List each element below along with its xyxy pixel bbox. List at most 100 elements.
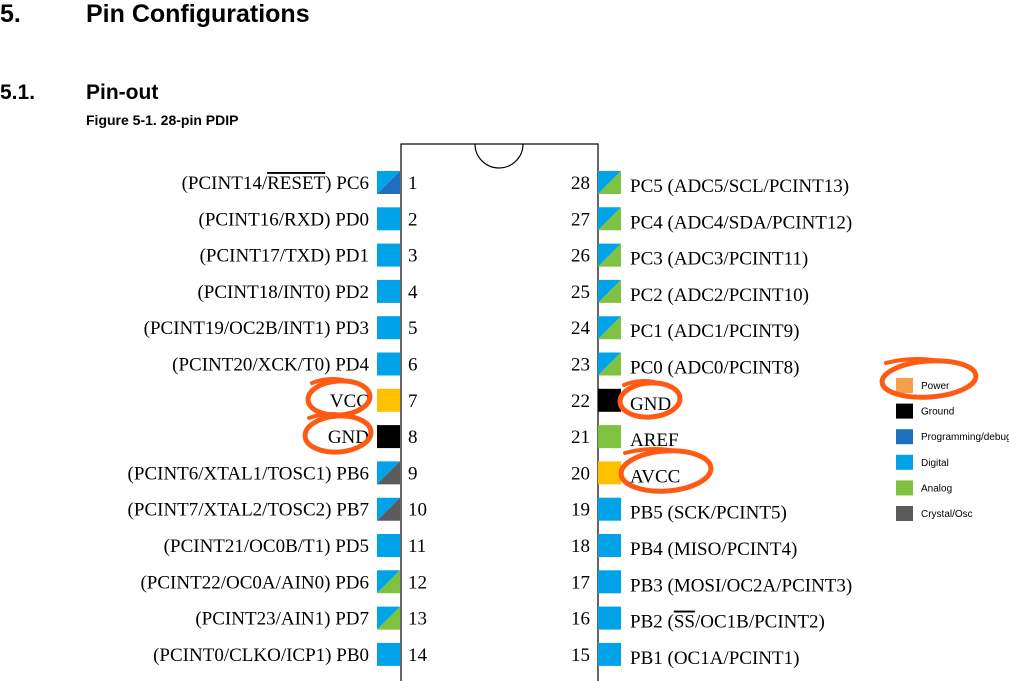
pin-21-marker bbox=[598, 425, 621, 449]
pin-7-marker bbox=[377, 388, 400, 412]
pin-9-marker bbox=[377, 461, 400, 485]
pin-13-marker bbox=[377, 606, 400, 630]
pin-24-label: PC1 (ADC1/PCINT9) bbox=[630, 321, 799, 342]
legend-item-ground: Ground bbox=[896, 403, 954, 419]
annotation-circle-vcc-stroke bbox=[310, 377, 345, 385]
pin-14-marker bbox=[377, 642, 400, 666]
pin-25-label: PC2 (ADC2/PCINT10) bbox=[630, 285, 809, 306]
pin-9-number: 9 bbox=[408, 463, 418, 484]
annotations bbox=[302, 357, 979, 494]
pin-25-number: 25 bbox=[571, 282, 590, 303]
pin-6-label: (PCINT20/XCK/T0) PD4 bbox=[172, 355, 369, 376]
pin-12-number: 12 bbox=[408, 572, 427, 593]
section-title: Pin Configurations bbox=[86, 0, 310, 28]
pin-22-marker bbox=[598, 388, 621, 412]
pin-14-number: 14 bbox=[408, 645, 428, 666]
pin-18-number: 18 bbox=[571, 536, 590, 557]
pin-21-label: AREF bbox=[630, 430, 679, 451]
pin-8-label: GND bbox=[328, 427, 369, 448]
pin-15-label: PB1 (OC1A/PCINT1) bbox=[630, 648, 799, 669]
pin-2-marker bbox=[377, 207, 400, 231]
legend-item-programming-debug: Programming/debug bbox=[896, 429, 1009, 445]
pin-17-number: 17 bbox=[571, 572, 590, 593]
pin-16-marker bbox=[598, 606, 621, 630]
pin-13-number: 13 bbox=[408, 609, 427, 630]
pin-6-marker bbox=[377, 352, 400, 376]
legend-label-crystal-osc: Crystal/Osc bbox=[921, 509, 973, 520]
legend-swatch-programming-debug bbox=[896, 429, 913, 445]
pin-22-label: GND bbox=[630, 394, 671, 415]
pin-11-marker bbox=[377, 534, 400, 557]
pin-2-number: 2 bbox=[408, 209, 418, 230]
subsection-title: Pin-out bbox=[86, 81, 159, 104]
legend-swatch-digital bbox=[896, 454, 913, 470]
pin-15-number: 15 bbox=[571, 645, 590, 666]
pin-23-number: 23 bbox=[571, 355, 590, 376]
pin-4-number: 4 bbox=[408, 282, 418, 303]
pin-26-label: PC3 (ADC3/PCINT11) bbox=[630, 249, 808, 270]
pin-5-number: 5 bbox=[408, 318, 418, 339]
pin-12-label: (PCINT22/OC0A/AIN0) PD6 bbox=[140, 572, 369, 593]
pin-23-label: PC0 (ADC0/PCINT8) bbox=[630, 358, 799, 379]
pin-27-number: 27 bbox=[571, 209, 590, 230]
chip-body bbox=[400, 143, 599, 681]
legend-label-power: Power bbox=[921, 381, 950, 392]
pin-13-label: (PCINT23/AIN1) PD7 bbox=[195, 609, 369, 630]
pin-8-marker bbox=[377, 425, 400, 449]
legend-swatch-analog bbox=[896, 480, 913, 496]
legend-swatch-crystal-osc bbox=[896, 506, 913, 521]
pin-20-number: 20 bbox=[571, 463, 590, 484]
pin-7-number: 7 bbox=[408, 391, 418, 412]
pin-20-label: AVCC bbox=[630, 466, 680, 487]
pin-3-marker bbox=[377, 243, 400, 267]
pin-15-marker bbox=[598, 642, 621, 666]
legend-item-crystal-osc: Crystal/Osc bbox=[896, 506, 973, 521]
annotation-circle-power-stroke bbox=[884, 357, 935, 365]
pin-4-label: (PCINT18/INT0) PD2 bbox=[197, 282, 369, 303]
pin-9-label: (PCINT6/XTAL1/TOSC1) PB6 bbox=[128, 463, 369, 484]
pin-28-marker bbox=[598, 171, 621, 194]
legend-label-analog: Analog bbox=[921, 483, 952, 494]
annotation-circle-gnd-stroke bbox=[307, 412, 344, 420]
pin-2-label: (PCINT16/RXD) PD0 bbox=[199, 209, 369, 230]
pin-10-marker bbox=[377, 497, 400, 521]
pin-21-number: 21 bbox=[571, 427, 590, 448]
pin-12-marker bbox=[377, 570, 400, 594]
figure-caption: Figure 5-1. 28-pin PDIP bbox=[86, 112, 239, 128]
pin-4-marker bbox=[377, 279, 400, 303]
pin-24-marker bbox=[598, 316, 621, 340]
pin-18-label: PB4 (MISO/PCINT4) bbox=[630, 539, 797, 560]
pin-27-marker bbox=[598, 207, 621, 231]
pin-19-marker bbox=[598, 497, 621, 521]
pin-25-marker bbox=[598, 279, 621, 303]
pin-26-number: 26 bbox=[571, 246, 590, 267]
pin-20-marker bbox=[598, 461, 621, 485]
pin-11-label: (PCINT21/OC0B/T1) PD5 bbox=[164, 536, 369, 557]
pin-8-number: 8 bbox=[408, 427, 418, 448]
pin-16-label: PB2 (SS/OC1B/PCINT2) bbox=[630, 612, 825, 633]
pin-28-label: PC5 (ADC5/SCL/PCINT13) bbox=[630, 176, 849, 197]
pin-22-number: 22 bbox=[571, 391, 590, 412]
legend-label-programming-debug: Programming/debug bbox=[921, 432, 1009, 443]
legend-swatch-power bbox=[896, 378, 913, 393]
legend-item-analog: Analog bbox=[896, 480, 952, 496]
pin-19-number: 19 bbox=[571, 500, 590, 521]
legend-label-digital: Digital bbox=[921, 458, 949, 469]
pin-17-marker bbox=[598, 570, 621, 594]
annotation-circle-power bbox=[879, 358, 979, 400]
chip-notch bbox=[474, 143, 524, 169]
pin-5-marker bbox=[377, 316, 400, 340]
pin-26-marker bbox=[598, 243, 621, 267]
legend-item-digital: Digital bbox=[896, 454, 949, 470]
annotation-circle-avcc-stroke bbox=[623, 447, 672, 455]
pin-10-label: (PCINT7/XTAL2/TOSC2) PB7 bbox=[128, 500, 369, 521]
pin-10-number: 10 bbox=[408, 500, 427, 521]
pin-1-number: 1 bbox=[408, 173, 418, 194]
legend: PowerGroundProgramming/debugDigitalAnalo… bbox=[896, 378, 1009, 521]
annotation-circle-gnd-right-stroke bbox=[622, 379, 656, 387]
pin-16-number: 16 bbox=[571, 609, 590, 630]
pin-27-label: PC4 (ADC4/SDA/PCINT12) bbox=[630, 212, 852, 233]
pin-11-number: 11 bbox=[408, 536, 426, 557]
